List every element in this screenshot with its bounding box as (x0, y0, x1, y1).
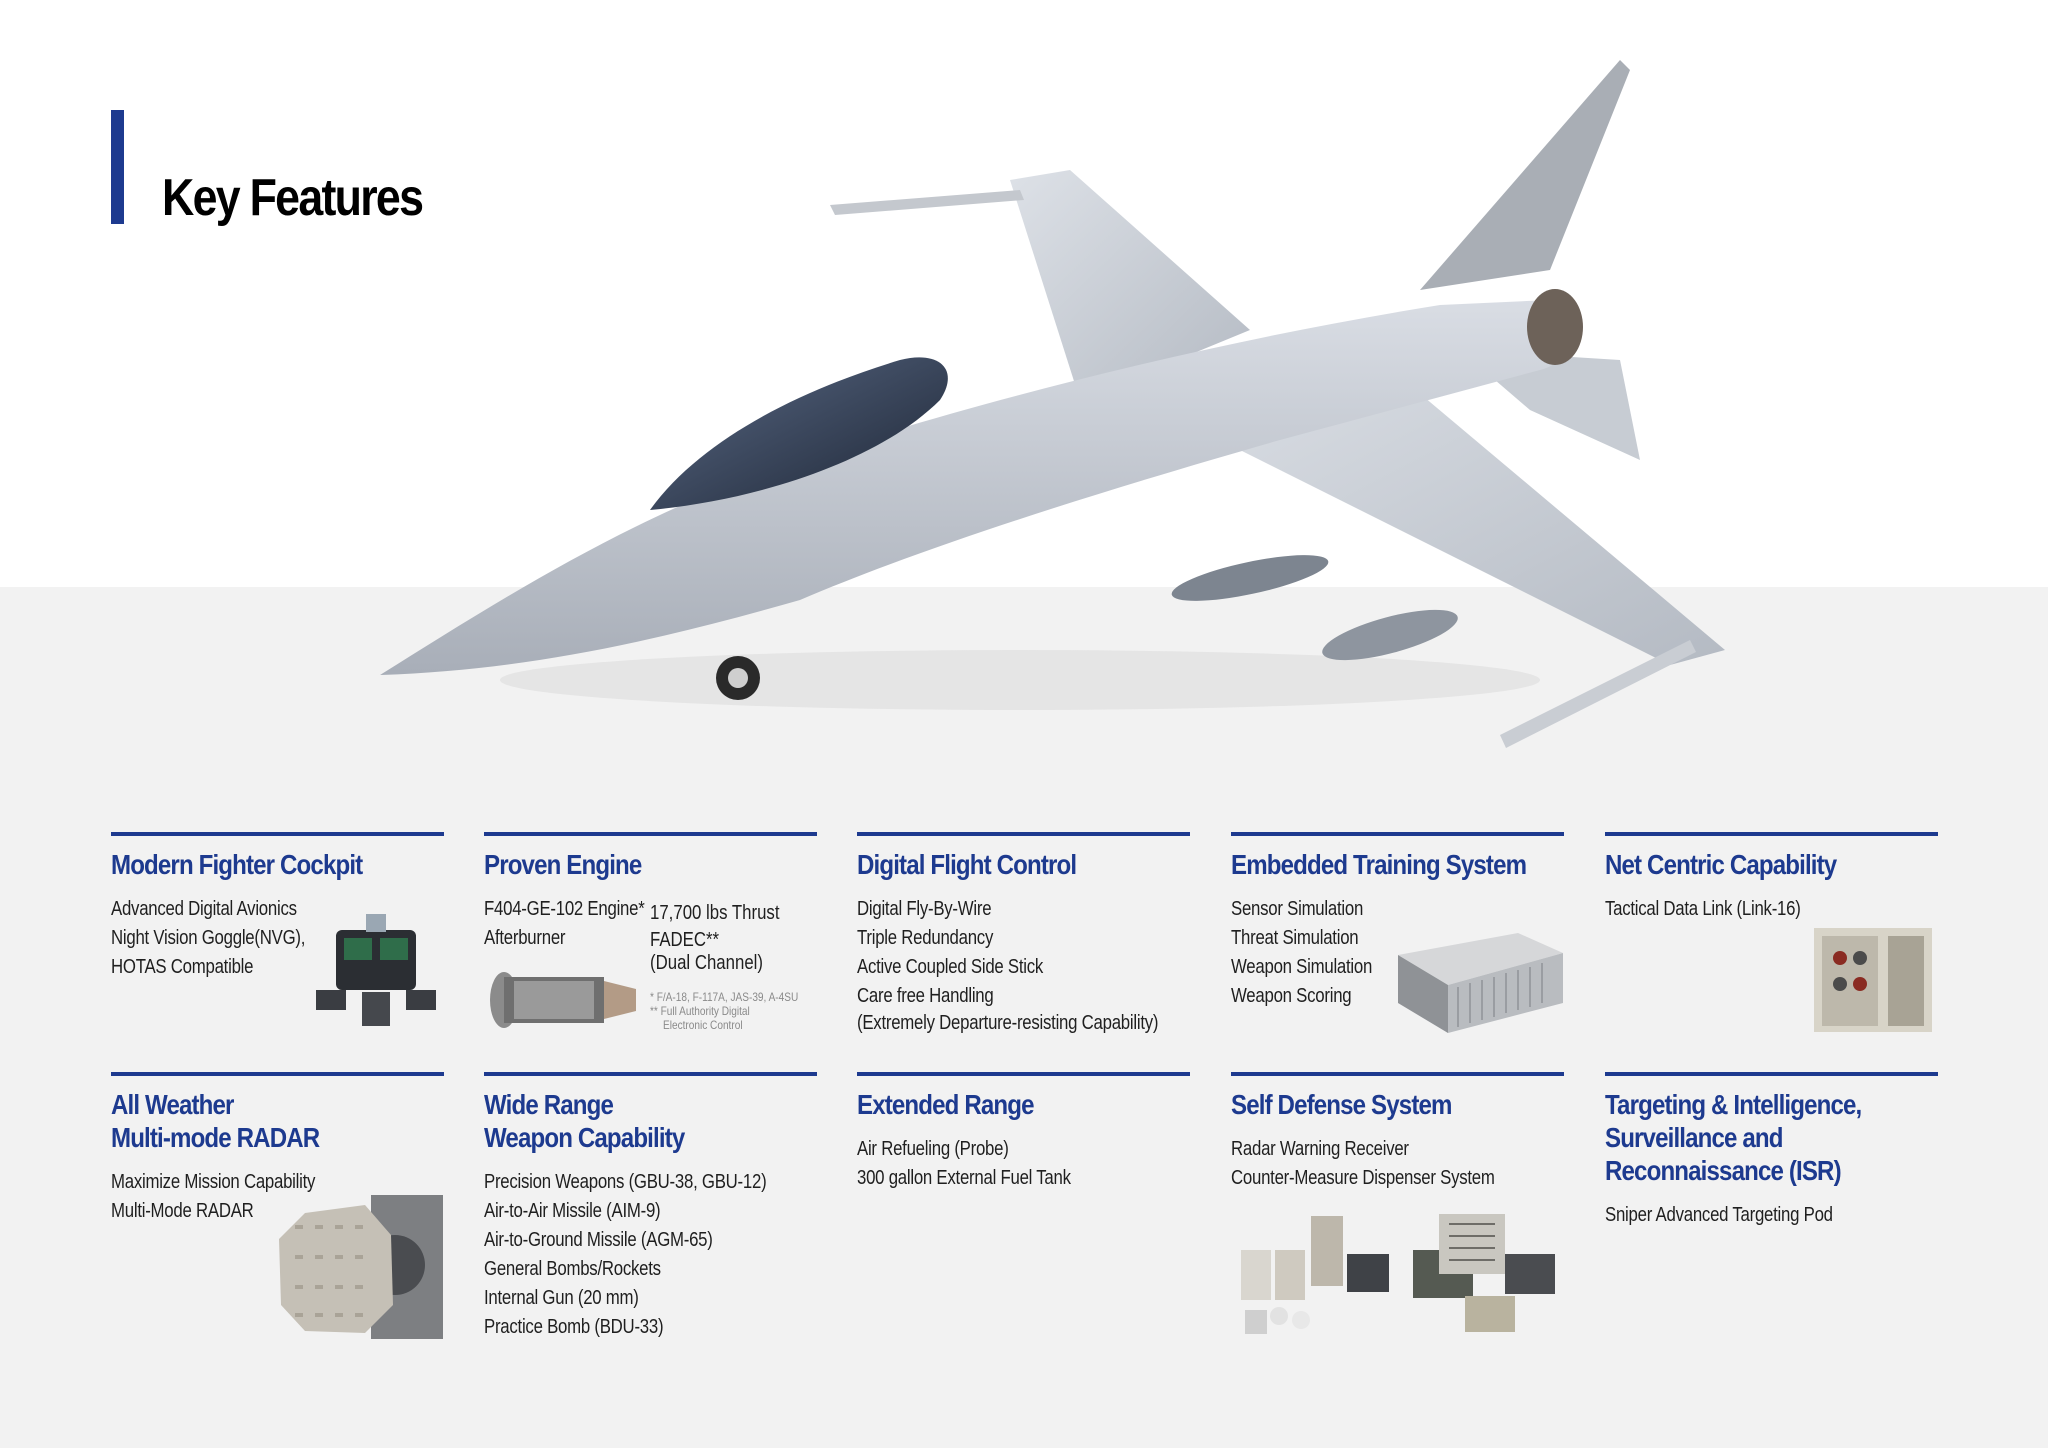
datalink-terminal-image (1808, 918, 1938, 1038)
feature-line: General Bombs/Rockets (484, 1258, 661, 1280)
aircraft-illustration (380, 40, 1760, 810)
radar-image (275, 1195, 443, 1339)
feature-line: Sniper Advanced Targeting Pod (1605, 1204, 1833, 1226)
feature-title-line: Surveillance and (1605, 1122, 1783, 1153)
feature-extended-range: Extended Range Air Refueling (Probe) 300… (857, 1072, 1190, 1193)
feature-line: (Extremely Departure-resisting Capabilit… (857, 1012, 1159, 1034)
feature-rule (857, 1072, 1190, 1076)
feature-line: Sensor Simulation (1231, 898, 1364, 920)
title-accent-bar (111, 110, 124, 224)
feature-rule (1231, 1072, 1564, 1076)
feature-rule (111, 1072, 444, 1076)
feature-title: Proven Engine (484, 849, 642, 880)
feature-title-line: Targeting & Intelligence, (1605, 1089, 1862, 1120)
feature-rule (111, 832, 444, 836)
feature-title-line: Multi-mode RADAR (111, 1122, 320, 1153)
feature-line: 17,700 lbs Thrust (650, 902, 780, 924)
feature-title: Digital Flight Control (857, 849, 1077, 880)
feature-title: Extended Range (857, 1089, 1034, 1120)
feature-line: HOTAS Compatible (111, 956, 254, 978)
feature-line: Weapon Scoring (1231, 985, 1352, 1007)
engine-footnote: Electronic Control (663, 1018, 743, 1032)
feature-title: Targeting & Intelligence, Surveillance a… (1605, 1088, 1940, 1187)
cockpit-image (308, 910, 444, 1030)
feature-rule (1605, 1072, 1938, 1076)
feature-line: Weapon Simulation (1231, 956, 1373, 978)
feature-line: Advanced Digital Avionics (111, 898, 297, 920)
feature-title-line: Reconnaissance (ISR) (1605, 1155, 1842, 1186)
feature-line: Threat Simulation (1231, 927, 1359, 949)
feature-title-line: All Weather (111, 1089, 234, 1120)
feature-rule (1231, 832, 1564, 836)
feature-line: Tactical Data Link (Link-16) (1605, 898, 1801, 920)
training-pod-image (1388, 925, 1568, 1035)
feature-rule (484, 1072, 817, 1076)
feature-line: Digital Fly-By-Wire (857, 898, 992, 920)
feature-line: Afterburner (484, 927, 566, 949)
feature-self-defense-system: Self Defense System Radar Warning Receiv… (1231, 1072, 1564, 1193)
feature-rule (857, 832, 1190, 836)
feature-modern-fighter-cockpit: Modern Fighter Cockpit Advanced Digital … (111, 832, 444, 982)
feature-title-line: Weapon Capability (484, 1122, 685, 1153)
engine-specs: 17,700 lbs Thrust FADEC** (Dual Channel) (650, 899, 804, 974)
feature-line: Precision Weapons (GBU-38, GBU-12) (484, 1171, 767, 1193)
feature-line: Multi-Mode RADAR (111, 1200, 254, 1222)
feature-line: Internal Gun (20 mm) (484, 1287, 639, 1309)
feature-title: Modern Fighter Cockpit (111, 849, 363, 880)
feature-line: Active Coupled Side Stick (857, 956, 1044, 978)
feature-line: Care free Handling (857, 985, 994, 1007)
feature-line: FADEC** (650, 929, 720, 951)
feature-line: Counter-Measure Dispenser System (1231, 1167, 1495, 1189)
feature-title: Self Defense System (1231, 1089, 1452, 1120)
feature-title: Wide Range Weapon Capability (484, 1088, 819, 1154)
self-defense-equipment-image (1235, 1210, 1565, 1340)
feature-line: (Dual Channel) (650, 952, 763, 974)
feature-wide-range-weapon-capability: Wide Range Weapon Capability Precision W… (484, 1072, 817, 1342)
feature-title: All Weather Multi-mode RADAR (111, 1088, 446, 1154)
feature-net-centric-capability: Net Centric Capability Tactical Data Lin… (1605, 832, 1938, 924)
feature-line: Air-to-Ground Missile (AGM-65) (484, 1229, 713, 1251)
feature-line: Air-to-Air Missile (AIM-9) (484, 1200, 661, 1222)
feature-title-line: Wide Range (484, 1089, 614, 1120)
feature-proven-engine: Proven Engine F404-GE-102 Engine* Afterb… (484, 832, 817, 953)
feature-rule (484, 832, 817, 836)
feature-line: Air Refueling (Probe) (857, 1138, 1009, 1160)
engine-image (484, 965, 639, 1035)
feature-line: Triple Redundancy (857, 927, 994, 949)
feature-line: Night Vision Goggle(NVG), (111, 927, 306, 949)
feature-embedded-training-system: Embedded Training System Sensor Simulati… (1231, 832, 1564, 1011)
feature-line: Maximize Mission Capability (111, 1171, 316, 1193)
page-title: Key Features (162, 169, 424, 227)
feature-line: 300 gallon External Fuel Tank (857, 1167, 1071, 1189)
feature-all-weather-radar: All Weather Multi-mode RADAR Maximize Mi… (111, 1072, 444, 1226)
feature-line: Radar Warning Receiver (1231, 1138, 1409, 1160)
feature-rule (1605, 832, 1938, 836)
feature-digital-flight-control: Digital Flight Control Digital Fly-By-Wi… (857, 832, 1190, 1035)
feature-line: F404-GE-102 Engine* (484, 898, 645, 920)
feature-title: Embedded Training System (1231, 849, 1527, 880)
feature-targeting-isr: Targeting & Intelligence, Surveillance a… (1605, 1072, 1938, 1230)
engine-footnote: * F/A-18, F-117A, JAS-39, A-4SU (650, 990, 799, 1004)
engine-footnote: ** Full Authority Digital (650, 1004, 750, 1018)
feature-title: Net Centric Capability (1605, 849, 1837, 880)
feature-line: Practice Bomb (BDU-33) (484, 1316, 664, 1338)
